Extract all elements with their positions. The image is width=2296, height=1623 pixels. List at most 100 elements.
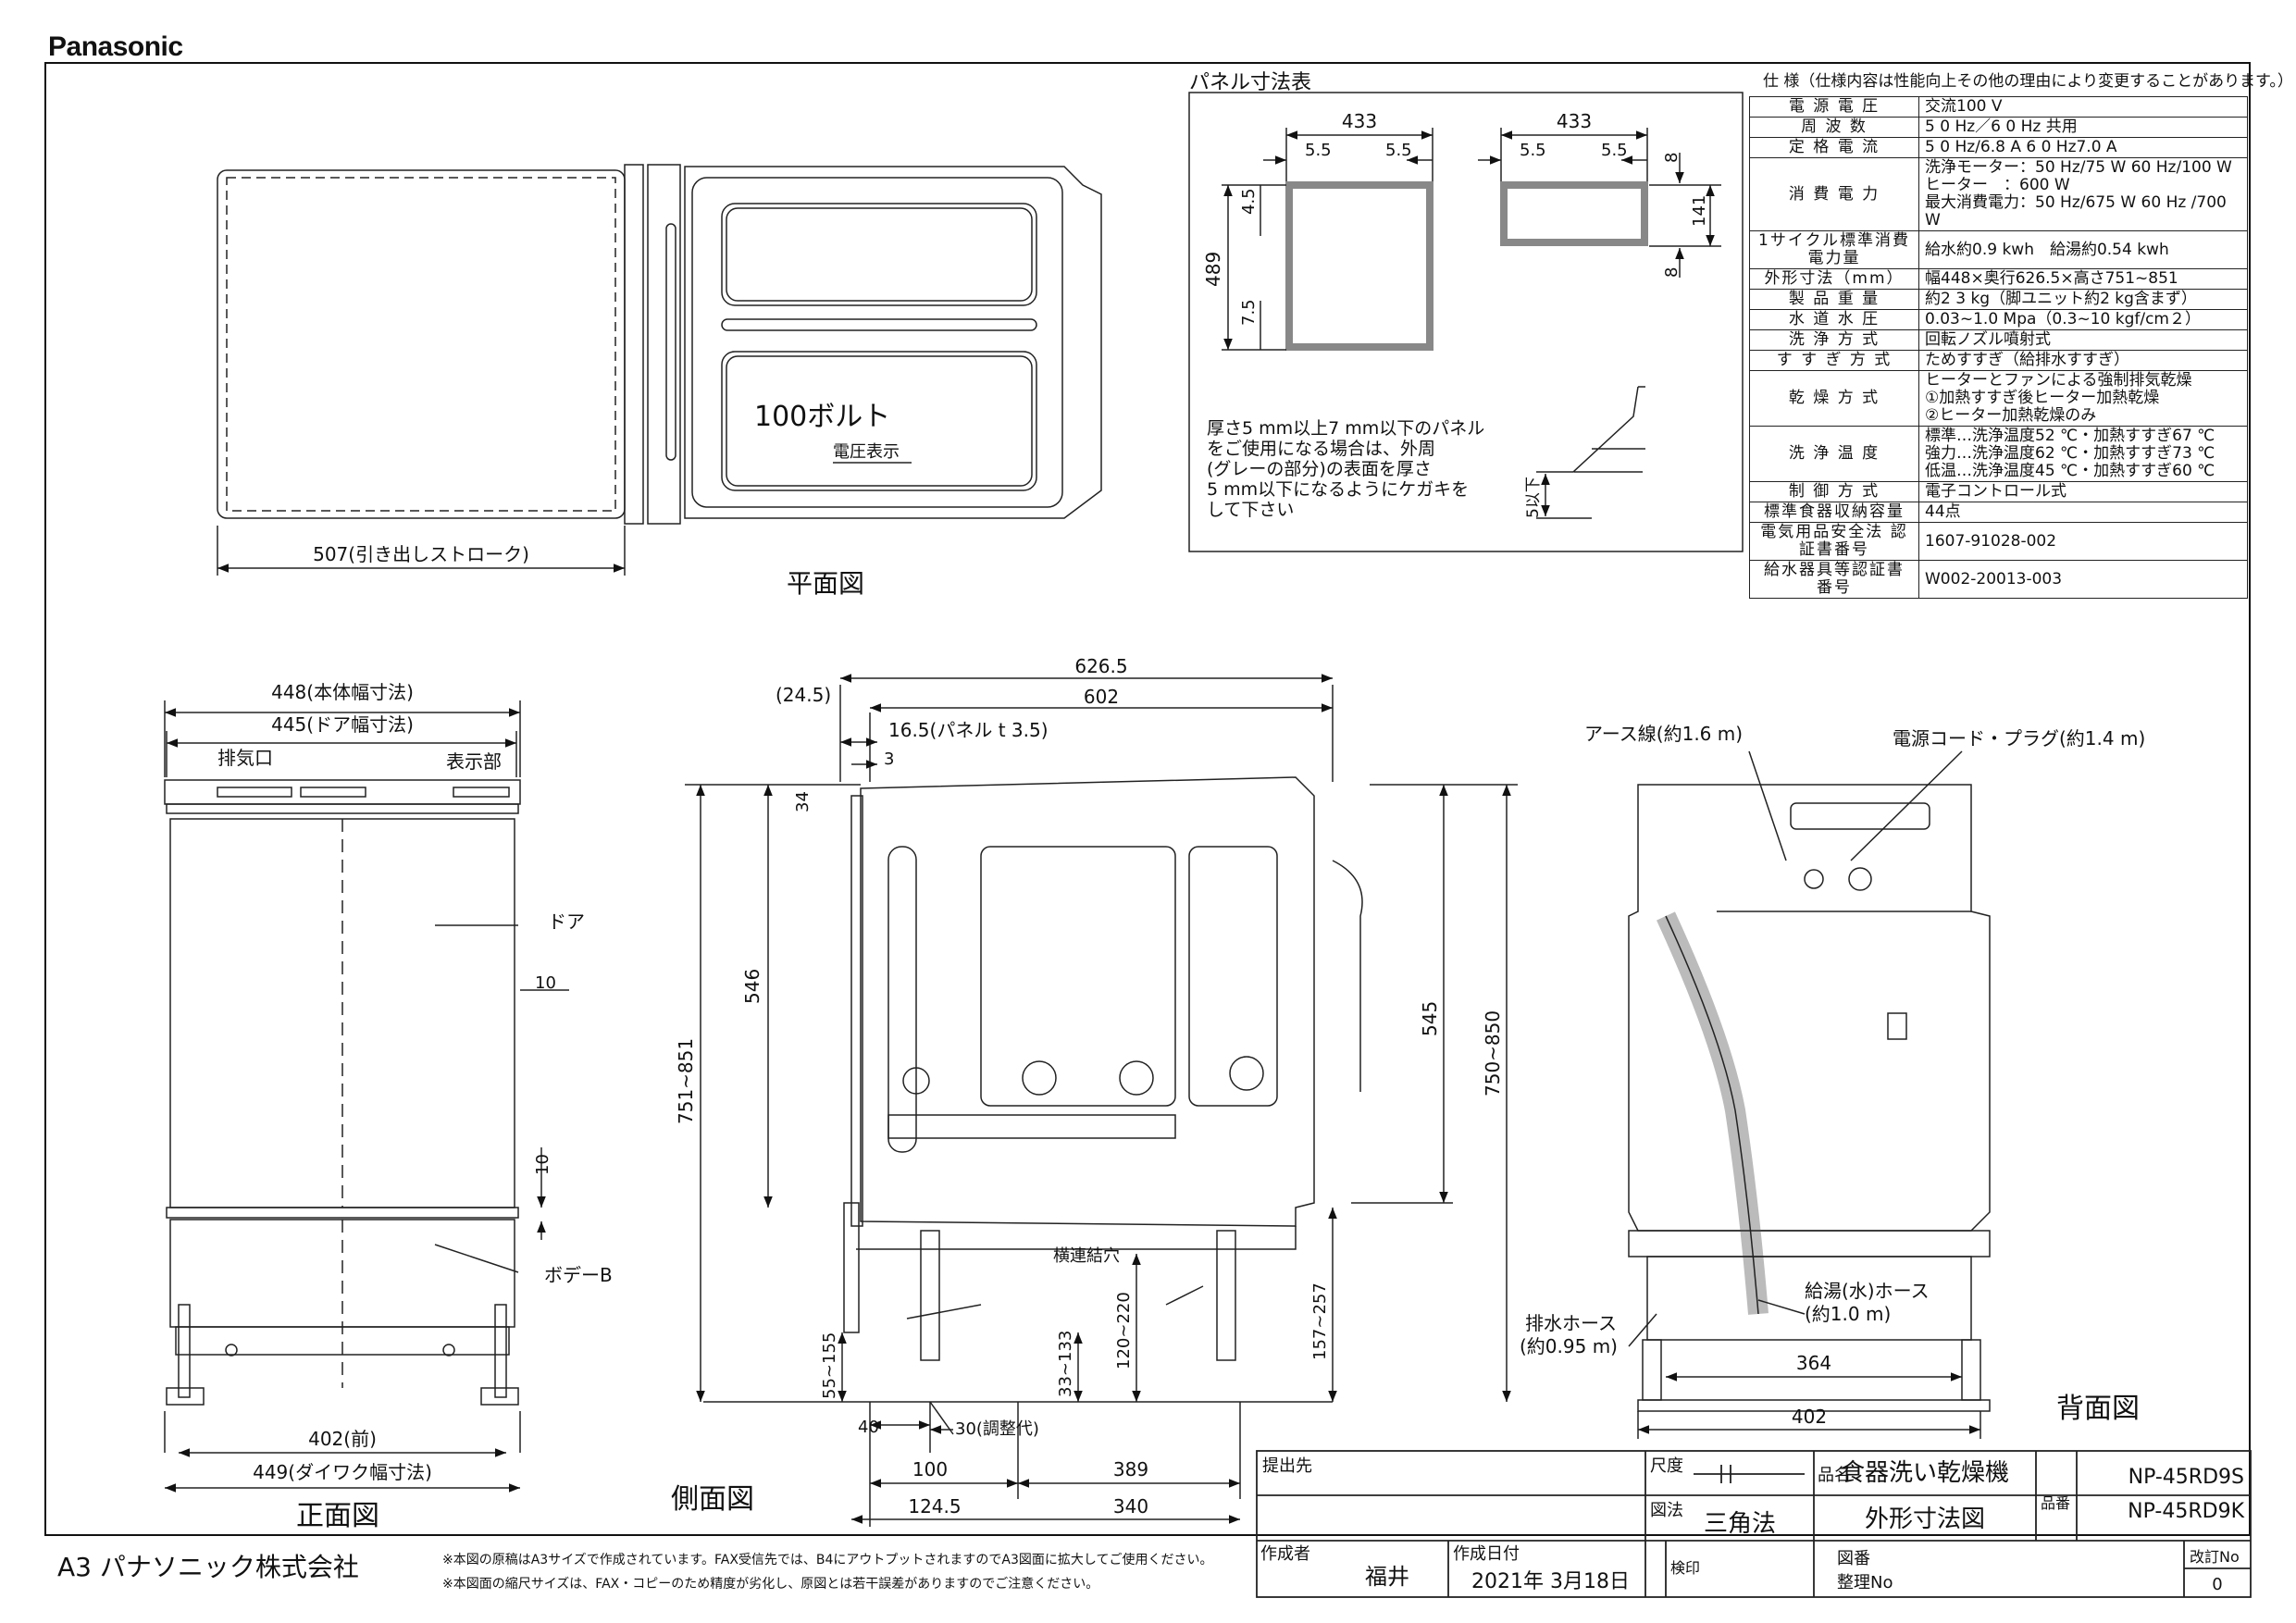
spec-key: 製 品 重 量	[1749, 289, 1919, 310]
spec-title: 仕 様（仕様内容は性能向上その他の理由により変更することがあります。）	[1763, 72, 2293, 91]
spec-value-line: 電子コントロール式	[1925, 482, 2066, 501]
front-exhaust-label: 排気口	[217, 747, 273, 769]
panel-h8-top: 8	[1662, 153, 1682, 163]
tb-author-label: 作成者	[1260, 1544, 1310, 1564]
tb-model-label: 品番	[2041, 1494, 2070, 1512]
spec-value-line: 約2 3 kg（脚ユニット約2 kg含まず）	[1925, 290, 2197, 308]
spec-key: 電 源 電 圧	[1749, 96, 1919, 118]
plan-stroke-dim: 507(引き出しストローク)	[313, 543, 529, 565]
side-h750: 750~850	[1482, 1010, 1504, 1096]
spec-value: 0.03~1.0 Mpa（0.3~10 kgf/cm２）	[1918, 309, 2248, 330]
tb-rev-value: 0	[2212, 1575, 2222, 1594]
panel-h8-bottom: 8	[1662, 267, 1682, 278]
spec-row: 電気用品安全法 認証書番号 1607-91028-002	[1749, 522, 2248, 561]
spec-value: 電子コントロール式	[1918, 481, 2248, 502]
spec-key: 洗 浄 方 式	[1749, 329, 1919, 351]
side-d34: 34	[793, 791, 813, 812]
panel-note: 厚さ5 mm以上7 mm以下のパネル をご使用になる場合は、外周 (グレーの部分…	[1207, 418, 1484, 520]
side-d165: 16.5(パネル t 3.5)	[888, 719, 1049, 741]
front-door-label: ドア	[548, 911, 585, 933]
front-view	[164, 700, 569, 1493]
footer-note2: ※本図面の縮尺サイズは、FAX・コピーのため精度が劣化し、原図とは若干誤差があり…	[442, 1576, 1098, 1592]
side-d340: 340	[1113, 1495, 1148, 1518]
voltage-sticker-big: 100ボルト	[754, 401, 890, 433]
panel-h45: 4.5	[1239, 188, 1259, 215]
panel-d55-b: 5.5	[1385, 141, 1412, 160]
spec-value: 5 0 Hz／6 0 Hz 共用	[1918, 117, 2248, 138]
tb-drawing: 外形寸法図	[1865, 1505, 1985, 1533]
tb-rev-label: 改訂No	[2190, 1548, 2240, 1566]
spec-value-line: 給水約0.9 kwh 給湯約0.54 kwh	[1925, 240, 2169, 259]
side-h33: 33~133	[1056, 1331, 1075, 1397]
side-view	[685, 674, 1518, 1527]
front-view-label: 正面図	[296, 1500, 379, 1532]
plan-view	[217, 164, 1102, 576]
spec-value-line: 低温…洗浄温度45 ℃・加熱すすぎ60 ℃	[1925, 462, 2215, 480]
tb-date: 2021年 3月18日	[1471, 1570, 1630, 1593]
spec-value: 交流100 V	[1918, 96, 2248, 118]
panel-title: パネル寸法表	[1189, 71, 1311, 94]
side-yoko-label: 横連結穴	[1053, 1246, 1120, 1266]
spec-key: 電気用品安全法 認証書番号	[1749, 522, 1919, 561]
panel-under5: 5以下	[1524, 477, 1543, 518]
side-h120: 120~220	[1114, 1292, 1134, 1369]
title-block	[1256, 1450, 2252, 1598]
spec-key: 水 道 水 圧	[1749, 309, 1919, 330]
spec-key: 定 格 電 流	[1749, 137, 1919, 158]
spec-value: 約2 3 kg（脚ユニット約2 kg含まず）	[1918, 289, 2248, 310]
panel-w433-right: 433	[1557, 110, 1592, 132]
spec-value: 44点	[1918, 502, 2248, 523]
tb-date-label: 作成日付	[1453, 1544, 1520, 1564]
spec-value-line: 交流100 V	[1925, 97, 2003, 116]
panel-h489: 489	[1202, 252, 1224, 287]
panel-dimension-box	[1188, 92, 1744, 552]
front-w448: 448(本体幅寸法)	[271, 681, 414, 703]
spec-value: 1607-91028-002	[1918, 522, 2248, 561]
tb-item: 食器洗い乾燥機	[1841, 1459, 2009, 1487]
spec-value: 給水約0.9 kwh 給湯約0.54 kwh	[1918, 230, 2248, 269]
spec-value: ためすすぎ（給排水すすぎ）	[1918, 350, 2248, 371]
tb-submit-label: 提出先	[1262, 1456, 1312, 1476]
spec-value: 回転ノズル噴射式	[1918, 329, 2248, 351]
spec-row: 外形寸法（mm）幅448×奥行626.5×高さ751~851	[1749, 268, 2248, 290]
spec-value-line: 5 0 Hz/6.8 A 6 0 Hz7.0 A	[1925, 138, 2117, 156]
tb-ref-no: 整理No	[1837, 1573, 1893, 1592]
brand-logo: Panasonic	[48, 31, 183, 62]
spec-row: 電 源 電 圧交流100 V	[1749, 96, 2248, 118]
spec-value-line: 標準…洗浄温度52 ℃・加熱すすぎ67 ℃	[1925, 427, 2215, 445]
side-d3: 3	[884, 750, 894, 769]
back-cord-label: 電源コード・プラグ(約1.4 m)	[1893, 727, 2145, 750]
side-d30: 30(調整代)	[955, 1419, 1039, 1439]
spec-value-line: ①加熱すすぎ後ヒーター加熱乾燥	[1925, 389, 2160, 407]
panel-note-line: して下さい	[1207, 500, 1295, 520]
tb-dwg-no: 図番	[1837, 1549, 1870, 1568]
spec-row: す す ぎ 方 式ためすすぎ（給排水すすぎ）	[1749, 350, 2248, 371]
spec-value-line: ②ヒーター加熱乾燥のみ	[1925, 406, 2097, 425]
front-display-label: 表示部	[446, 750, 502, 773]
spec-key: す す ぎ 方 式	[1749, 350, 1919, 371]
back-supply-length: (約1.0 m)	[1805, 1303, 1891, 1325]
tb-projection-label: 図法	[1650, 1501, 1683, 1520]
front-w445: 445(ドア幅寸法)	[271, 713, 414, 736]
back-drain-length: (約0.95 m)	[1520, 1335, 1618, 1357]
side-d6265: 626.5	[1074, 655, 1127, 677]
spec-key: 制 御 方 式	[1749, 481, 1919, 502]
spec-value-line: 回転ノズル噴射式	[1925, 330, 2051, 349]
spec-key: 給水器具等認証書番号	[1749, 560, 1919, 599]
panel-note-line: 5 mm以下になるようにケガキを	[1207, 479, 1470, 500]
drawing-frame	[44, 62, 2251, 1536]
spec-key: 消 費 電 力	[1749, 157, 1919, 231]
panel-h75: 7.5	[1239, 299, 1259, 326]
spec-key: 外形寸法（mm）	[1749, 268, 1919, 290]
spec-value-line: 1607-91028-002	[1925, 531, 2057, 551]
spec-key: 乾 燥 方 式	[1749, 370, 1919, 427]
back-view	[1628, 750, 1991, 1439]
voltage-sticker-small: 電圧表示	[833, 442, 900, 462]
side-d100: 100	[912, 1458, 948, 1481]
